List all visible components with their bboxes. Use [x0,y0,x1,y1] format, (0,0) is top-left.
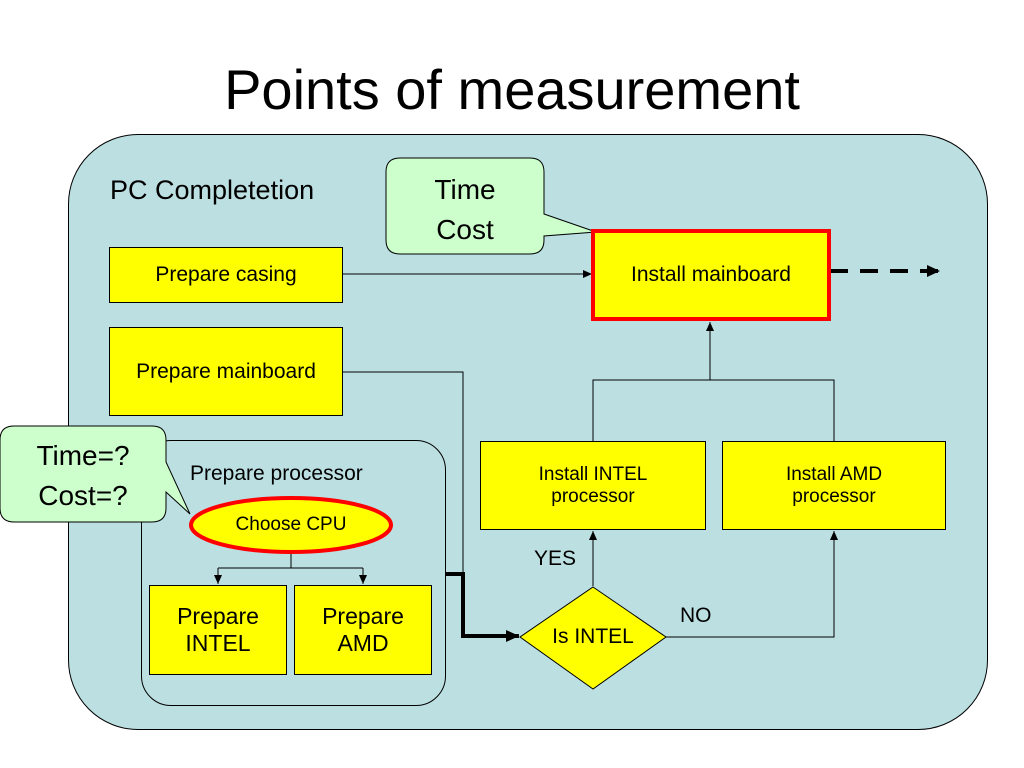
no-arrow [666,531,838,638]
choose-cpu-label: Choose CPU [235,514,347,535]
time-unknown-label: Time=? [36,440,130,471]
no-label: NO [680,604,712,627]
install-amd-line1: Install AMD [785,463,883,485]
prepare-mainboard-box: Prepare mainboard [109,327,343,416]
cost-label: Cost [436,214,494,245]
prepare-amd-line1: Prepare [322,603,404,629]
pc-completion-label: PC Completetion [110,175,315,205]
is-intel-diamond [519,586,667,690]
prepare-processor-label: Prepare processor [190,462,363,485]
time-cost-callout-shape [385,157,597,255]
prepare-intel-line2: INTEL [185,630,251,656]
install-intel-line2: processor [551,485,635,507]
time-cost-unknown-callout-shape [0,425,191,523]
install-mainboard-box: Install mainboard [591,229,831,321]
prepare-casing-box: Prepare casing [109,247,343,303]
install-mainboard-label: Install mainboard [631,263,791,286]
intel-merge-line [592,379,835,441]
prepare-intel-line1: Prepare [177,603,259,629]
processor-to-isintel-arrow [446,572,519,642]
cost-unknown-label: Cost=? [38,480,128,511]
prepare-amd-line2: AMD [337,630,389,656]
yes-label: YES [534,547,577,570]
time-label: Time [434,174,496,205]
prepare-casing-label: Prepare casing [155,263,297,286]
slide-title: Points of measurement [224,58,800,121]
install-amd-box: Install AMD processor [722,441,946,530]
prepare-amd-box: Prepare AMD [294,585,432,675]
prepare-intel-box: Prepare INTEL [149,585,287,675]
install-intel-line1: Install INTEL [538,463,648,485]
prepare-mainboard-label: Prepare mainboard [136,359,316,383]
choose-cpu-ellipse [189,496,393,554]
install-amd-line2: processor [792,485,876,507]
install-intel-box: Install INTEL processor [480,441,706,530]
is-intel-label: Is INTEL [552,625,634,648]
